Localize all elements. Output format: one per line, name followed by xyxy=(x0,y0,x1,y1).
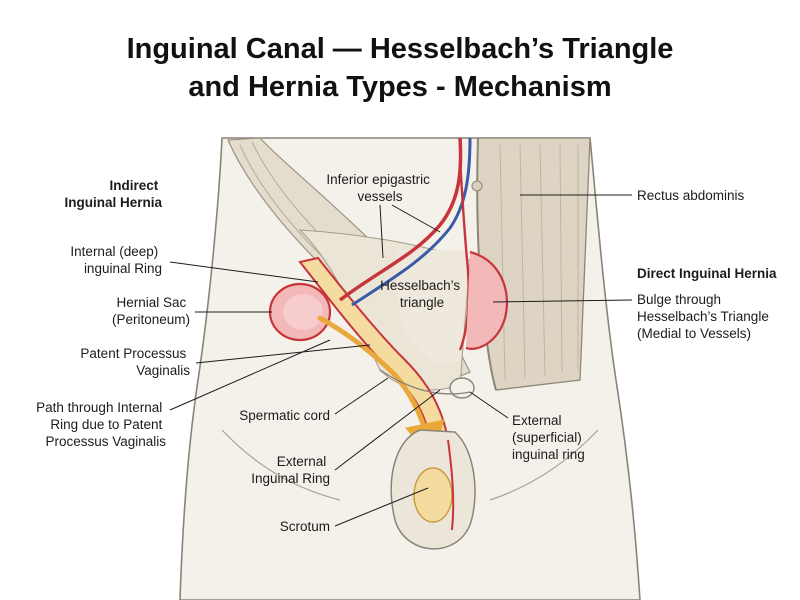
label-inferior-epigastric: Inferior epigastric vessels xyxy=(326,172,433,204)
label-path-through: Path through Internal Ring due to Patent… xyxy=(36,400,166,449)
label-direct-heading: Direct Inguinal Hernia xyxy=(637,266,777,281)
leader-scrotum xyxy=(334,487,429,527)
leader-patent-processus xyxy=(195,344,371,364)
leader-spermatic-cord xyxy=(334,377,389,415)
epigastric-branch xyxy=(458,159,470,351)
leader-epigastric-1 xyxy=(379,204,384,259)
rectus-abdominis-muscle xyxy=(476,137,591,391)
scrotum-cord-vessel xyxy=(447,439,455,531)
label-external-ring-right: External (superficial) inguinal ring xyxy=(512,413,586,462)
label-scrotum: Scrotum xyxy=(280,519,330,534)
leader-bulge xyxy=(492,299,633,303)
label-hernial-sac: Hernial Sac (Peritoneum) xyxy=(112,295,190,327)
leader-path-through xyxy=(169,339,331,411)
rectus-tendon-node xyxy=(471,180,483,192)
diagram-title: Inguinal Canal — Hesselbach’s Triangle a… xyxy=(0,30,800,106)
leader-internal-ring xyxy=(169,261,319,283)
testis xyxy=(413,467,453,523)
right-thigh-crease xyxy=(489,429,599,501)
leader-lines xyxy=(169,194,633,527)
leader-external-ring-right xyxy=(469,391,509,419)
label-hesselbach-triangle: Hesselbach’s triangle xyxy=(380,278,464,310)
label-indirect-heading: Indirect Inguinal Hernia xyxy=(64,178,162,210)
inferior-epigastric-vein xyxy=(351,137,472,307)
label-internal-ring: Internal (deep) inguinal Ring xyxy=(70,244,162,276)
label-rectus-abdominis: Rectus abdominis xyxy=(637,188,745,203)
external-superficial-ring xyxy=(449,377,475,399)
label-external-ring-left: External Inguinal Ring xyxy=(251,454,330,486)
leader-external-ring-left xyxy=(334,389,441,471)
label-spermatic-cord: Spermatic cord xyxy=(239,408,330,423)
rectus-fibers xyxy=(499,144,579,381)
label-patent-processus: Patent Processus Vaginalis xyxy=(80,346,190,378)
title-line-1: Inguinal Canal — Hesselbach’s Triangle xyxy=(126,33,674,65)
direct-hernia-bulge xyxy=(465,250,509,350)
left-thigh-crease xyxy=(221,429,341,501)
leader-epigastric-2 xyxy=(391,204,441,233)
title-line-2: and Hernia Types - Mechanism xyxy=(188,71,612,103)
pubic-region xyxy=(379,369,471,395)
indirect-hernia-path-arrow xyxy=(317,315,445,463)
indirect-hernial-sac-inner xyxy=(283,294,323,330)
label-bulge: Bulge through Hesselbach’s Triangle (Med… xyxy=(637,292,773,341)
hesselbach-triangle-region xyxy=(395,250,468,364)
